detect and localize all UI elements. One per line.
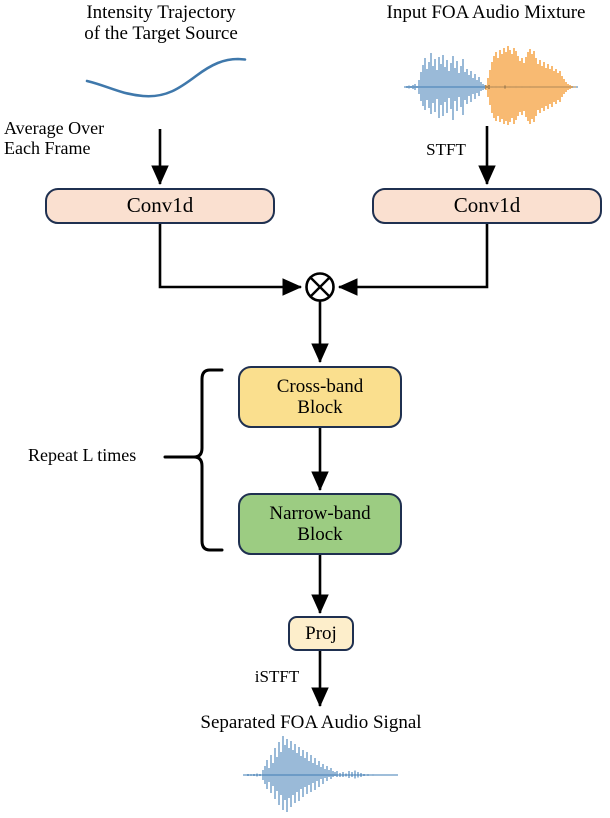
average-over-frame-line1: Average Over	[4, 118, 105, 138]
input-waveform	[404, 46, 578, 125]
intensity-trajectory-title: Intensity Trajectory of the Target Sourc…	[63, 2, 259, 45]
narrow-band-label-line1: Narrow-band	[269, 502, 371, 524]
cross-band-block[interactable]: Cross-band Block	[238, 366, 402, 428]
intensity-trajectory-curve	[85, 57, 247, 98]
arrow-left-conv-to-multiply	[158, 223, 303, 296]
multiply-operator-icon	[305, 272, 335, 302]
output-waveform	[243, 736, 398, 812]
stft-label: STFT	[426, 140, 466, 159]
average-over-frame-label: Average Over Each Frame	[4, 118, 154, 158]
input-mixture-title: Input FOA Audio Mixture	[386, 2, 586, 23]
repeat-brace	[163, 368, 224, 552]
repeat-l-times-label: Repeat L times	[28, 445, 137, 465]
conv1d-right-block[interactable]: Conv1d	[372, 188, 602, 224]
narrow-band-block[interactable]: Narrow-band Block	[238, 493, 402, 555]
separated-output-label: Separated FOA Audio Signal	[200, 712, 422, 733]
cross-band-label-line2: Block	[297, 397, 343, 418]
intensity-trajectory-title-line2: of the Target Source	[84, 23, 238, 45]
istft-label: iSTFT	[254, 667, 300, 686]
arrow-right-conv-to-multiply	[337, 223, 489, 296]
conv1d-right-label: Conv1d	[453, 193, 521, 218]
proj-block[interactable]: Proj	[288, 616, 354, 651]
intensity-trajectory-title-line1: Intensity Trajectory	[86, 2, 236, 23]
conv1d-left-label: Conv1d	[126, 193, 194, 218]
proj-label: Proj	[305, 622, 337, 644]
conv1d-left-block[interactable]: Conv1d	[45, 188, 275, 224]
average-over-frame-line2: Each Frame	[4, 138, 91, 159]
narrow-band-label-line2: Block	[297, 524, 343, 545]
cross-band-label-line1: Cross-band	[276, 375, 364, 397]
